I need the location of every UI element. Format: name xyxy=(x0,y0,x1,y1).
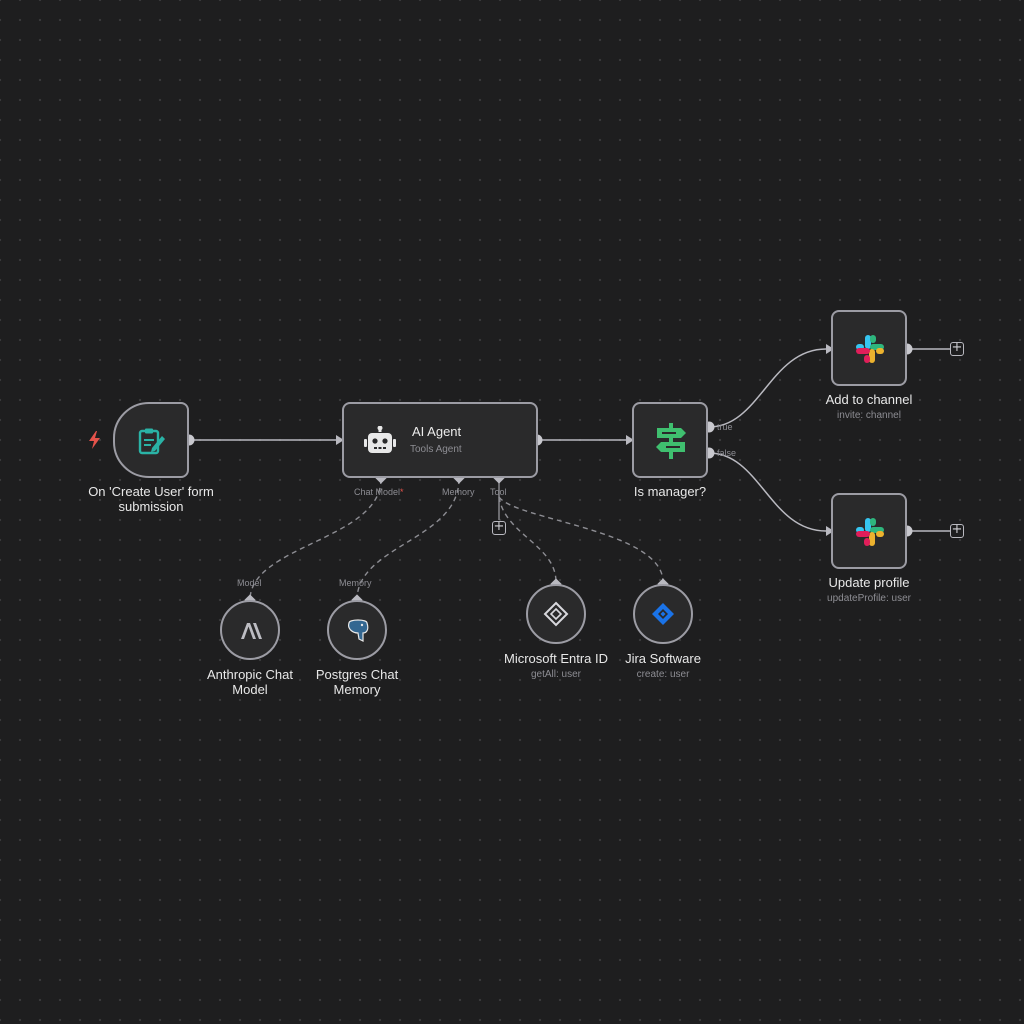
true-branch-label: true xyxy=(717,422,733,432)
update-profile-sub: updateProfile: user xyxy=(827,593,911,604)
connection-true-branch xyxy=(708,348,827,428)
add-tool-button[interactable]: + xyxy=(492,519,506,535)
slack-add-channel-node[interactable] xyxy=(831,310,907,386)
postgres-label: Postgres Chat Memory xyxy=(315,667,399,697)
memory-port-label: Memory xyxy=(442,487,475,497)
condition-node[interactable] xyxy=(632,402,708,478)
condition-label: Is manager? xyxy=(633,484,707,499)
anthropic-chat-model-node[interactable] xyxy=(220,600,280,660)
trigger-label: On 'Create User' form submission xyxy=(88,484,214,514)
slack-update-profile-node[interactable] xyxy=(831,493,907,569)
jira-sub: create: user xyxy=(636,669,690,680)
entra-sub: getAll: user xyxy=(530,669,582,680)
update-profile-label: Update profile xyxy=(828,575,910,590)
connection-memory xyxy=(356,478,460,601)
arrow-head xyxy=(336,435,344,445)
anthropic-label: Anthropic Chat Model xyxy=(207,667,293,697)
connection-tool-entra xyxy=(498,496,557,583)
tool-port-label: Tool xyxy=(490,487,507,497)
add-channel-sub: invite: channel xyxy=(837,410,901,421)
postgres-port-label: Memory xyxy=(339,578,372,588)
signpost-icon xyxy=(656,423,686,459)
connection-chat-model xyxy=(249,478,382,601)
agent-subtitle: Tools Agent xyxy=(410,444,462,455)
microsoft-entra-node[interactable] xyxy=(526,584,586,644)
connection-false-branch xyxy=(708,452,827,532)
agent-title: AI Agent xyxy=(412,424,462,439)
slack-icon xyxy=(856,335,884,363)
postgres-elephant-icon xyxy=(348,619,369,642)
chat-model-port-label: Chat Model* xyxy=(354,487,404,497)
form-trigger-node[interactable] xyxy=(113,402,189,478)
jira-software-node[interactable] xyxy=(633,584,693,644)
add-after-channel-button[interactable]: + xyxy=(950,340,964,356)
add-after-profile-button[interactable]: + xyxy=(950,522,964,538)
slack-icon xyxy=(856,518,884,546)
jira-label: Jira Software xyxy=(625,651,701,666)
false-branch-label: false xyxy=(717,448,737,458)
add-channel-label: Add to channel xyxy=(825,392,913,407)
microsoft-entra-icon xyxy=(543,601,569,627)
lightning-bolt-icon xyxy=(89,431,100,449)
postgres-chat-memory-node[interactable] xyxy=(327,600,387,660)
form-icon xyxy=(138,428,165,455)
arrow-head xyxy=(826,344,834,354)
connection-tool-jira xyxy=(498,496,664,583)
arrow-head xyxy=(826,526,834,536)
robot-icon xyxy=(364,426,396,453)
anthropic-icon xyxy=(241,623,262,639)
arrow-head xyxy=(626,435,634,445)
ai-agent-node[interactable]: AI Agent Tools Agent xyxy=(342,402,538,478)
anthropic-port-label: Model xyxy=(237,578,262,588)
jira-icon xyxy=(652,603,674,625)
entra-label: Microsoft Entra ID xyxy=(503,651,609,666)
